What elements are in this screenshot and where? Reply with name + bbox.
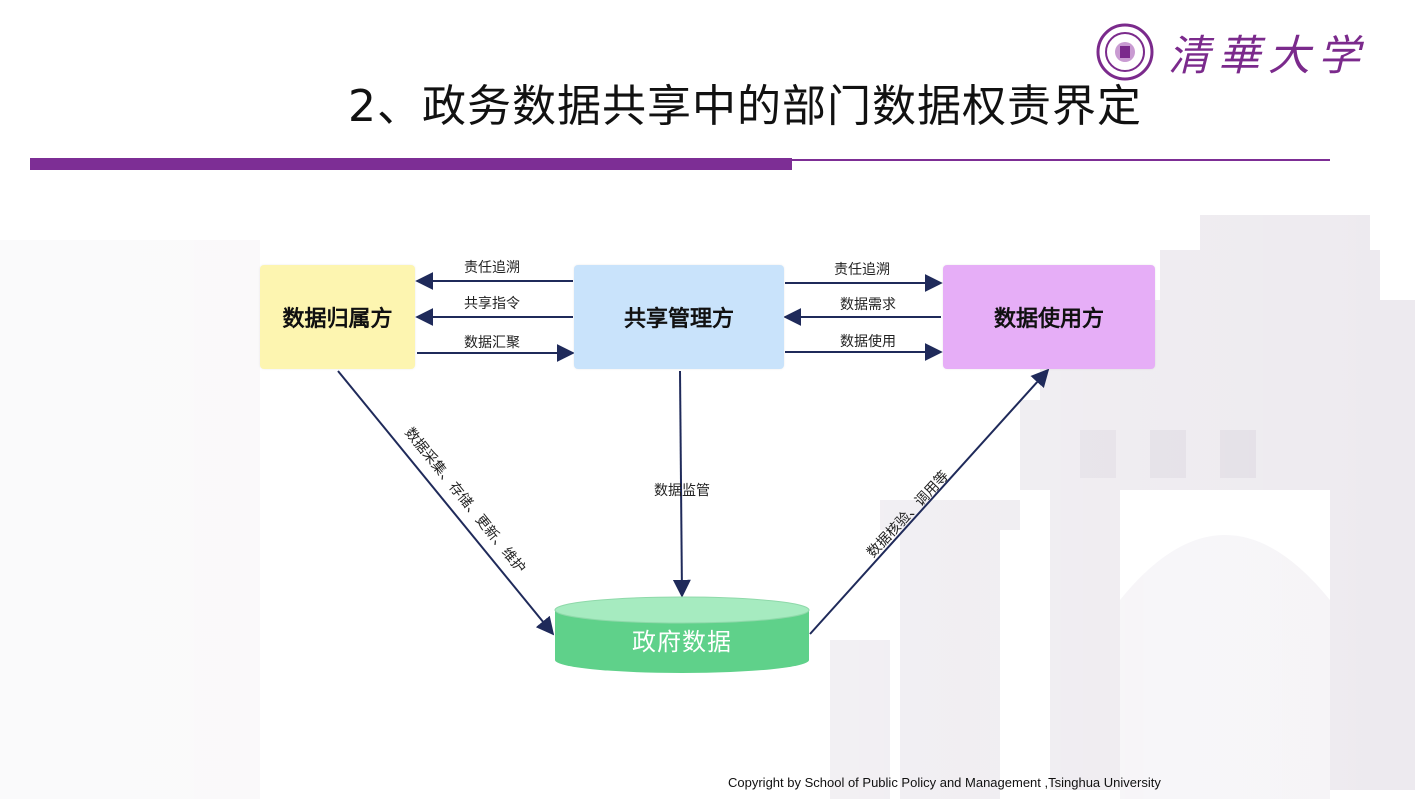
university-seal-logo [1096, 23, 1154, 81]
arrow-manager-to-database [672, 370, 691, 598]
copyright-footer: Copyright by School of Public Policy and… [728, 775, 1161, 790]
edge-label-manager-to-database: 数据监管 [654, 483, 710, 499]
edge-label-manager-to-owner-2: 共享指令 [464, 296, 520, 312]
edge-label-user-to-manager: 数据需求 [840, 297, 896, 313]
title-underline-thick [30, 158, 792, 170]
node-data-owner: 数据归属方 [260, 265, 415, 369]
node-government-data: 政府数据 [632, 628, 732, 656]
node-share-manager: 共享管理方 [574, 265, 784, 369]
arrow-database-to-user [809, 368, 1050, 635]
edge-label-owner-to-manager: 数据汇聚 [464, 335, 520, 351]
database-cylinder [554, 596, 810, 673]
slide-title: 2、政务数据共享中的部门数据权责界定 [348, 81, 1142, 132]
edge-label-manager-to-user-1: 责任追溯 [834, 262, 890, 278]
edge-label-manager-to-user-2: 数据使用 [840, 334, 896, 350]
arrow-owner-to-database [337, 370, 555, 636]
university-logo-text: 清華大学 [1168, 31, 1369, 80]
edge-label-manager-to-owner-1: 责任追溯 [464, 260, 520, 276]
node-data-user: 数据使用方 [943, 265, 1155, 369]
title-underline-thin [792, 159, 1330, 161]
